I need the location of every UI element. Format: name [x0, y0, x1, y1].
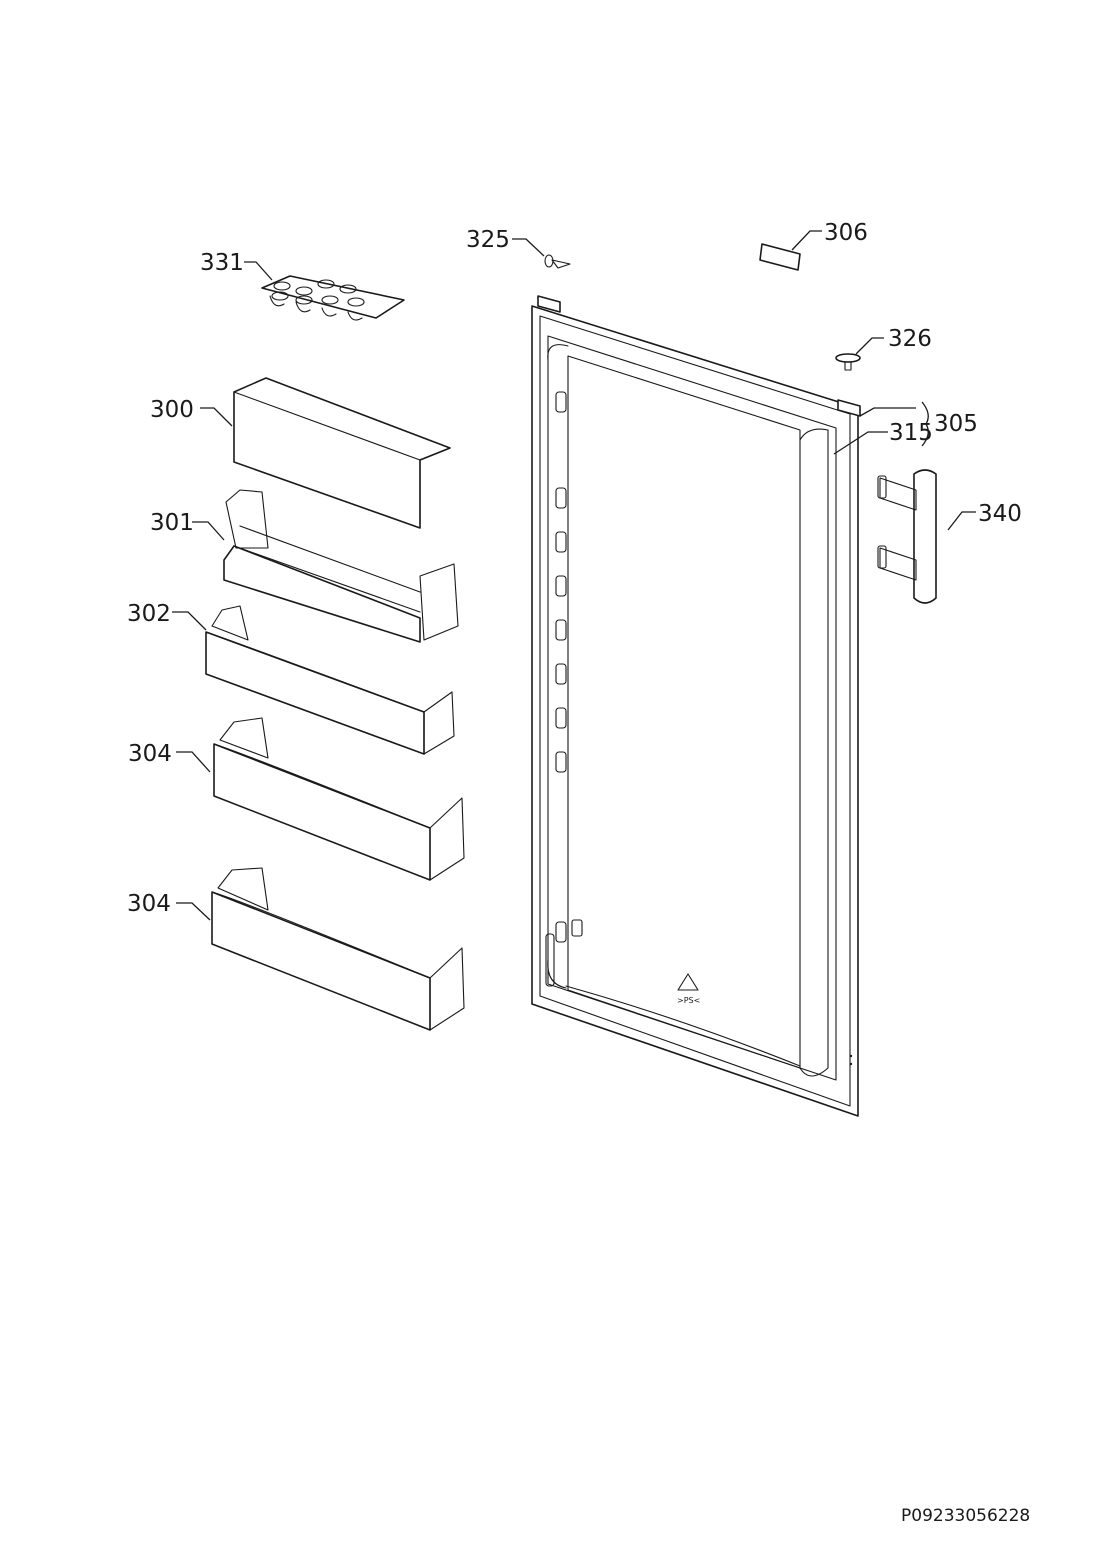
stopper-326-drawing: [835, 353, 861, 371]
shelf-cover-drawing: [233, 377, 451, 529]
door-shelf-304b-drawing: [211, 867, 465, 1031]
label-326: 326: [888, 326, 932, 352]
door-shelf-304a-drawing: [213, 717, 465, 881]
recycle-mark-text: >PS<: [677, 996, 700, 1005]
leader-lines: [172, 230, 976, 921]
label-301: 301: [150, 510, 194, 536]
door-frame-drawing: >PS<: [531, 295, 861, 1117]
label-340: 340: [978, 501, 1022, 527]
label-302: 302: [127, 601, 171, 627]
pin-325-drawing: [544, 254, 571, 269]
door-shelf-302-drawing: [205, 605, 455, 755]
label-300: 300: [150, 397, 194, 423]
shelf-clips: [545, 391, 583, 987]
document-id: P09233056228: [901, 1506, 1030, 1526]
label-plate-306-drawing: [759, 243, 801, 271]
door-shelf-301-drawing: [223, 489, 459, 643]
door-handle-drawing: [877, 469, 937, 604]
label-306: 306: [824, 220, 868, 246]
egg-tray-drawing: [261, 275, 405, 321]
label-305: 305: [934, 411, 978, 437]
label-315: 315: [889, 420, 933, 446]
recycle-symbol: >PS<: [677, 973, 700, 1005]
label-331: 331: [200, 250, 244, 276]
label-304-lower: 304: [127, 891, 171, 917]
label-304-upper: 304: [128, 741, 172, 767]
label-325: 325: [466, 227, 510, 253]
